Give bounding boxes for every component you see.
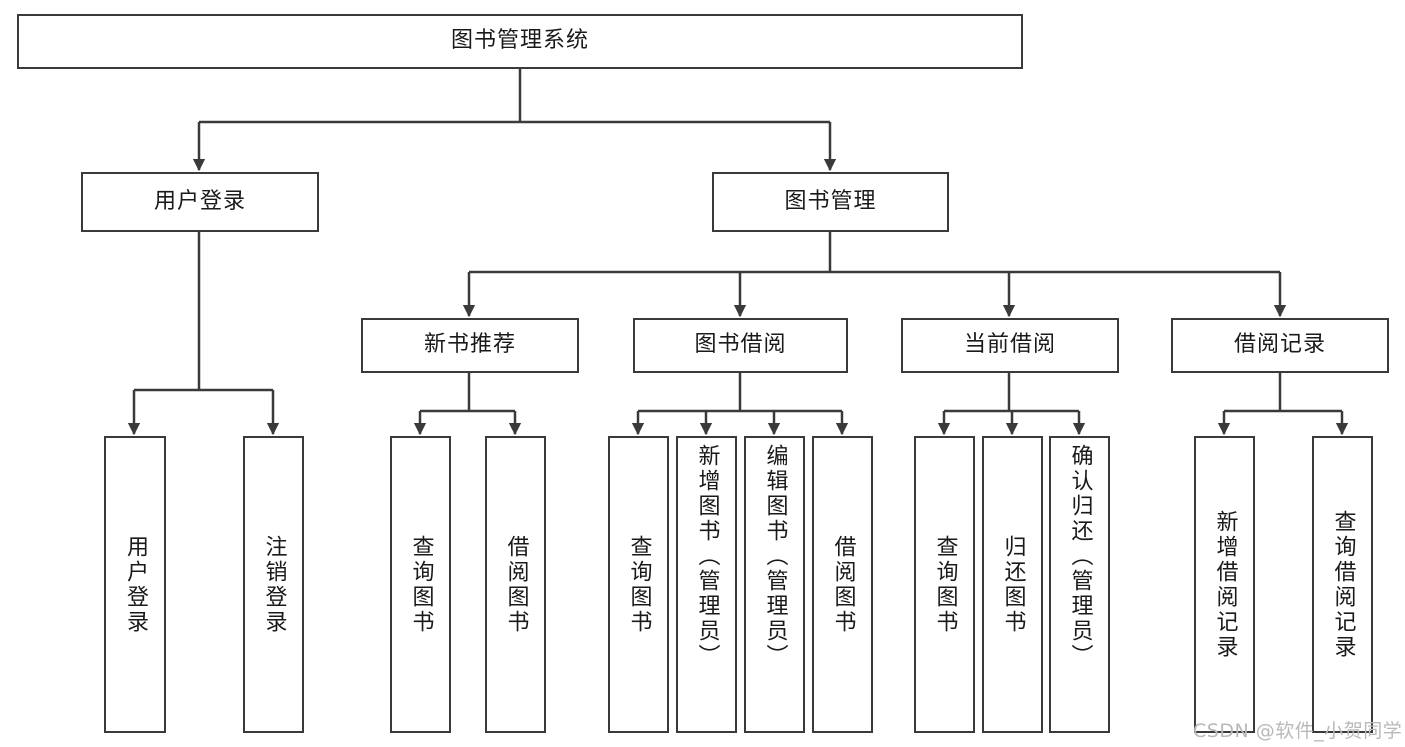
leaf-node-8[interactable]: 查询图书	[914, 436, 975, 733]
node-label: 查询图书	[932, 534, 958, 635]
leaf-node-0[interactable]: 用户登录	[104, 436, 166, 733]
leaf-node-6[interactable]: 编辑图书（管理员）	[744, 436, 805, 733]
node-label: 用户登录	[153, 188, 246, 214]
level3-node-3[interactable]: 借阅记录	[1171, 318, 1389, 373]
node-label: 新增借阅记录	[1212, 509, 1238, 660]
node-label: 确认归还（管理员）	[1067, 444, 1093, 669]
node-label: 图书管理	[784, 188, 877, 214]
leaf-node-4[interactable]: 查询图书	[608, 436, 669, 733]
node-label: 归还图书	[1000, 534, 1026, 635]
leaf-node-7[interactable]: 借阅图书	[812, 436, 873, 733]
leaf-node-10[interactable]: 确认归还（管理员）	[1049, 436, 1110, 733]
node-label: 查询图书	[408, 534, 434, 635]
leaf-node-3[interactable]: 借阅图书	[485, 436, 546, 733]
node-label: 图书管理系统	[450, 28, 589, 54]
leaf-node-2[interactable]: 查询图书	[390, 436, 451, 733]
leaf-node-5[interactable]: 新增图书（管理员）	[676, 436, 737, 733]
node-label: 查询图书	[626, 534, 652, 635]
node-label: 图书借阅	[694, 332, 787, 358]
node-label: 借阅图书	[503, 534, 529, 635]
node-label: 当前借阅	[963, 332, 1056, 358]
node-label: 新书推荐	[423, 332, 516, 358]
node-label: 查询借阅记录	[1330, 509, 1356, 660]
leaf-node-1[interactable]: 注销登录	[243, 436, 304, 733]
level3-node-2[interactable]: 当前借阅	[901, 318, 1119, 373]
node-label: 编辑图书（管理员）	[762, 444, 788, 669]
level2-node-1[interactable]: 图书管理	[712, 172, 949, 232]
node-label: 注销登录	[261, 534, 287, 635]
level2-node-0[interactable]: 用户登录	[81, 172, 319, 232]
node-label: 借阅记录	[1233, 332, 1326, 358]
leaf-node-12[interactable]: 查询借阅记录	[1312, 436, 1373, 733]
level3-node-1[interactable]: 图书借阅	[633, 318, 848, 373]
level3-node-0[interactable]: 新书推荐	[361, 318, 579, 373]
node-label: 借阅图书	[830, 534, 856, 635]
root-node[interactable]: 图书管理系统	[17, 14, 1023, 69]
node-label: 用户登录	[123, 534, 148, 635]
leaf-node-9[interactable]: 归还图书	[982, 436, 1043, 733]
leaf-node-11[interactable]: 新增借阅记录	[1194, 436, 1255, 733]
node-label: 新增图书（管理员）	[694, 444, 720, 669]
